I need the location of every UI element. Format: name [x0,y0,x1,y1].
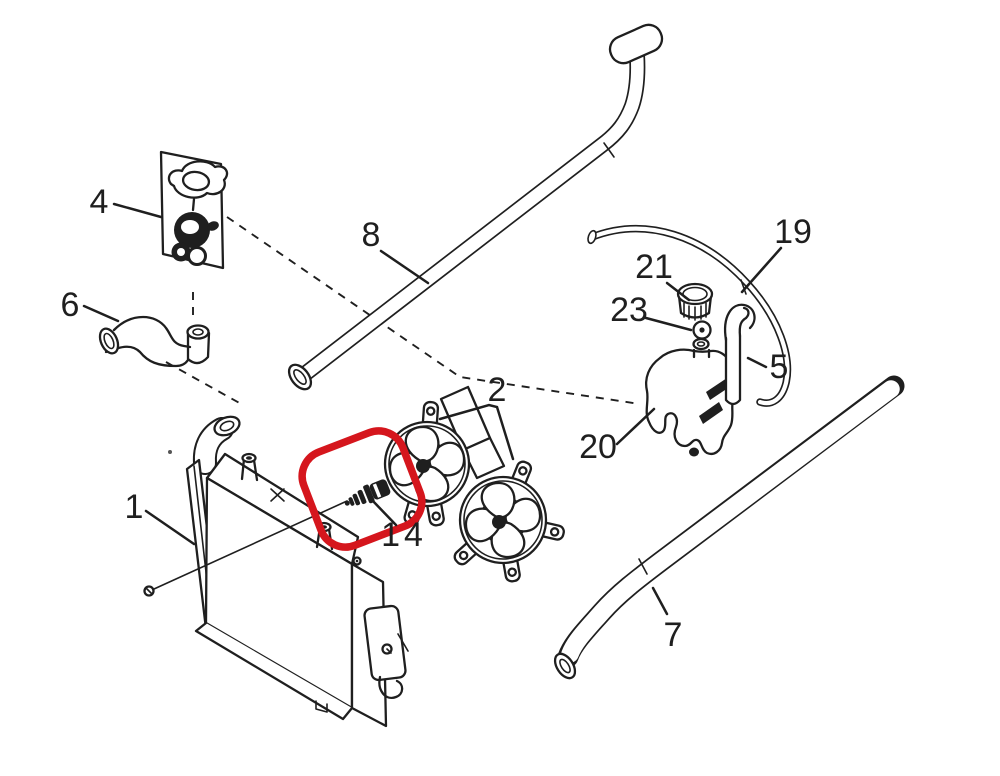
hose-19-open-end [587,229,597,245]
radiator-cap [167,160,229,199]
part-label-20: 20 [579,428,617,466]
cooling-fans [383,385,565,583]
highlight-box [298,427,426,551]
part-label-23: 23 [610,291,648,329]
leader-8 [379,249,430,285]
leader-14 [369,497,398,527]
fan-rear [453,460,565,583]
part-label-4: 4 [90,183,109,221]
fan-hub [492,515,506,529]
part-label-8: 8 [362,216,381,254]
part-label-21: 21 [635,248,673,286]
part-labels: 4 6 8 1 2 14 19 21 23 5 20 7 [61,183,812,654]
leader-19 [740,246,783,294]
radiator-inlet [213,415,241,437]
overflow-hose-19 [587,224,792,407]
leader-23 [644,316,693,332]
leader-20 [615,407,656,446]
hose-8-outline [293,47,646,385]
neck-ring [692,337,710,351]
radiator-side-bracket [363,604,407,682]
hose-6-open-end [98,327,120,355]
leader-1 [144,509,196,546]
tank-marking [706,378,731,400]
radiator [143,415,409,728]
fan-hub [416,459,430,473]
mount-x-mark [270,488,285,502]
alignment-dashed-lines [165,216,641,406]
hose-8 [287,23,664,391]
temp-sensor-14 [344,479,391,506]
leader-lines [82,202,783,616]
leader-7 [651,586,669,616]
radiator-cap-assembly [159,150,229,270]
hose-7 [553,375,905,680]
alignment-line-cap-to-tank [226,216,641,405]
leader-4 [112,202,163,219]
part-label-2: 2 [488,371,507,409]
part-label-19: 19 [774,213,812,251]
reservoir-tank [645,348,736,455]
part-label-6: 6 [61,286,80,324]
hose-6-open-end [186,324,210,340]
part-label-1: 1 [125,488,144,526]
bracket-5 [724,334,742,406]
hose-6 [98,315,211,368]
part-label-14: 14 [381,516,427,554]
leader-5 [746,356,768,369]
hose-8-end-cap [608,23,664,65]
part-label-5: 5 [770,348,789,386]
reservoir [645,282,756,457]
alignment-line-hose6-bottom [165,361,244,406]
leader-2 [438,403,515,461]
leader-6 [82,304,120,323]
leader-21 [665,281,691,302]
tank-marking [699,402,723,424]
part-label-7: 7 [664,616,683,654]
radiator-bottom-frame [194,621,354,721]
